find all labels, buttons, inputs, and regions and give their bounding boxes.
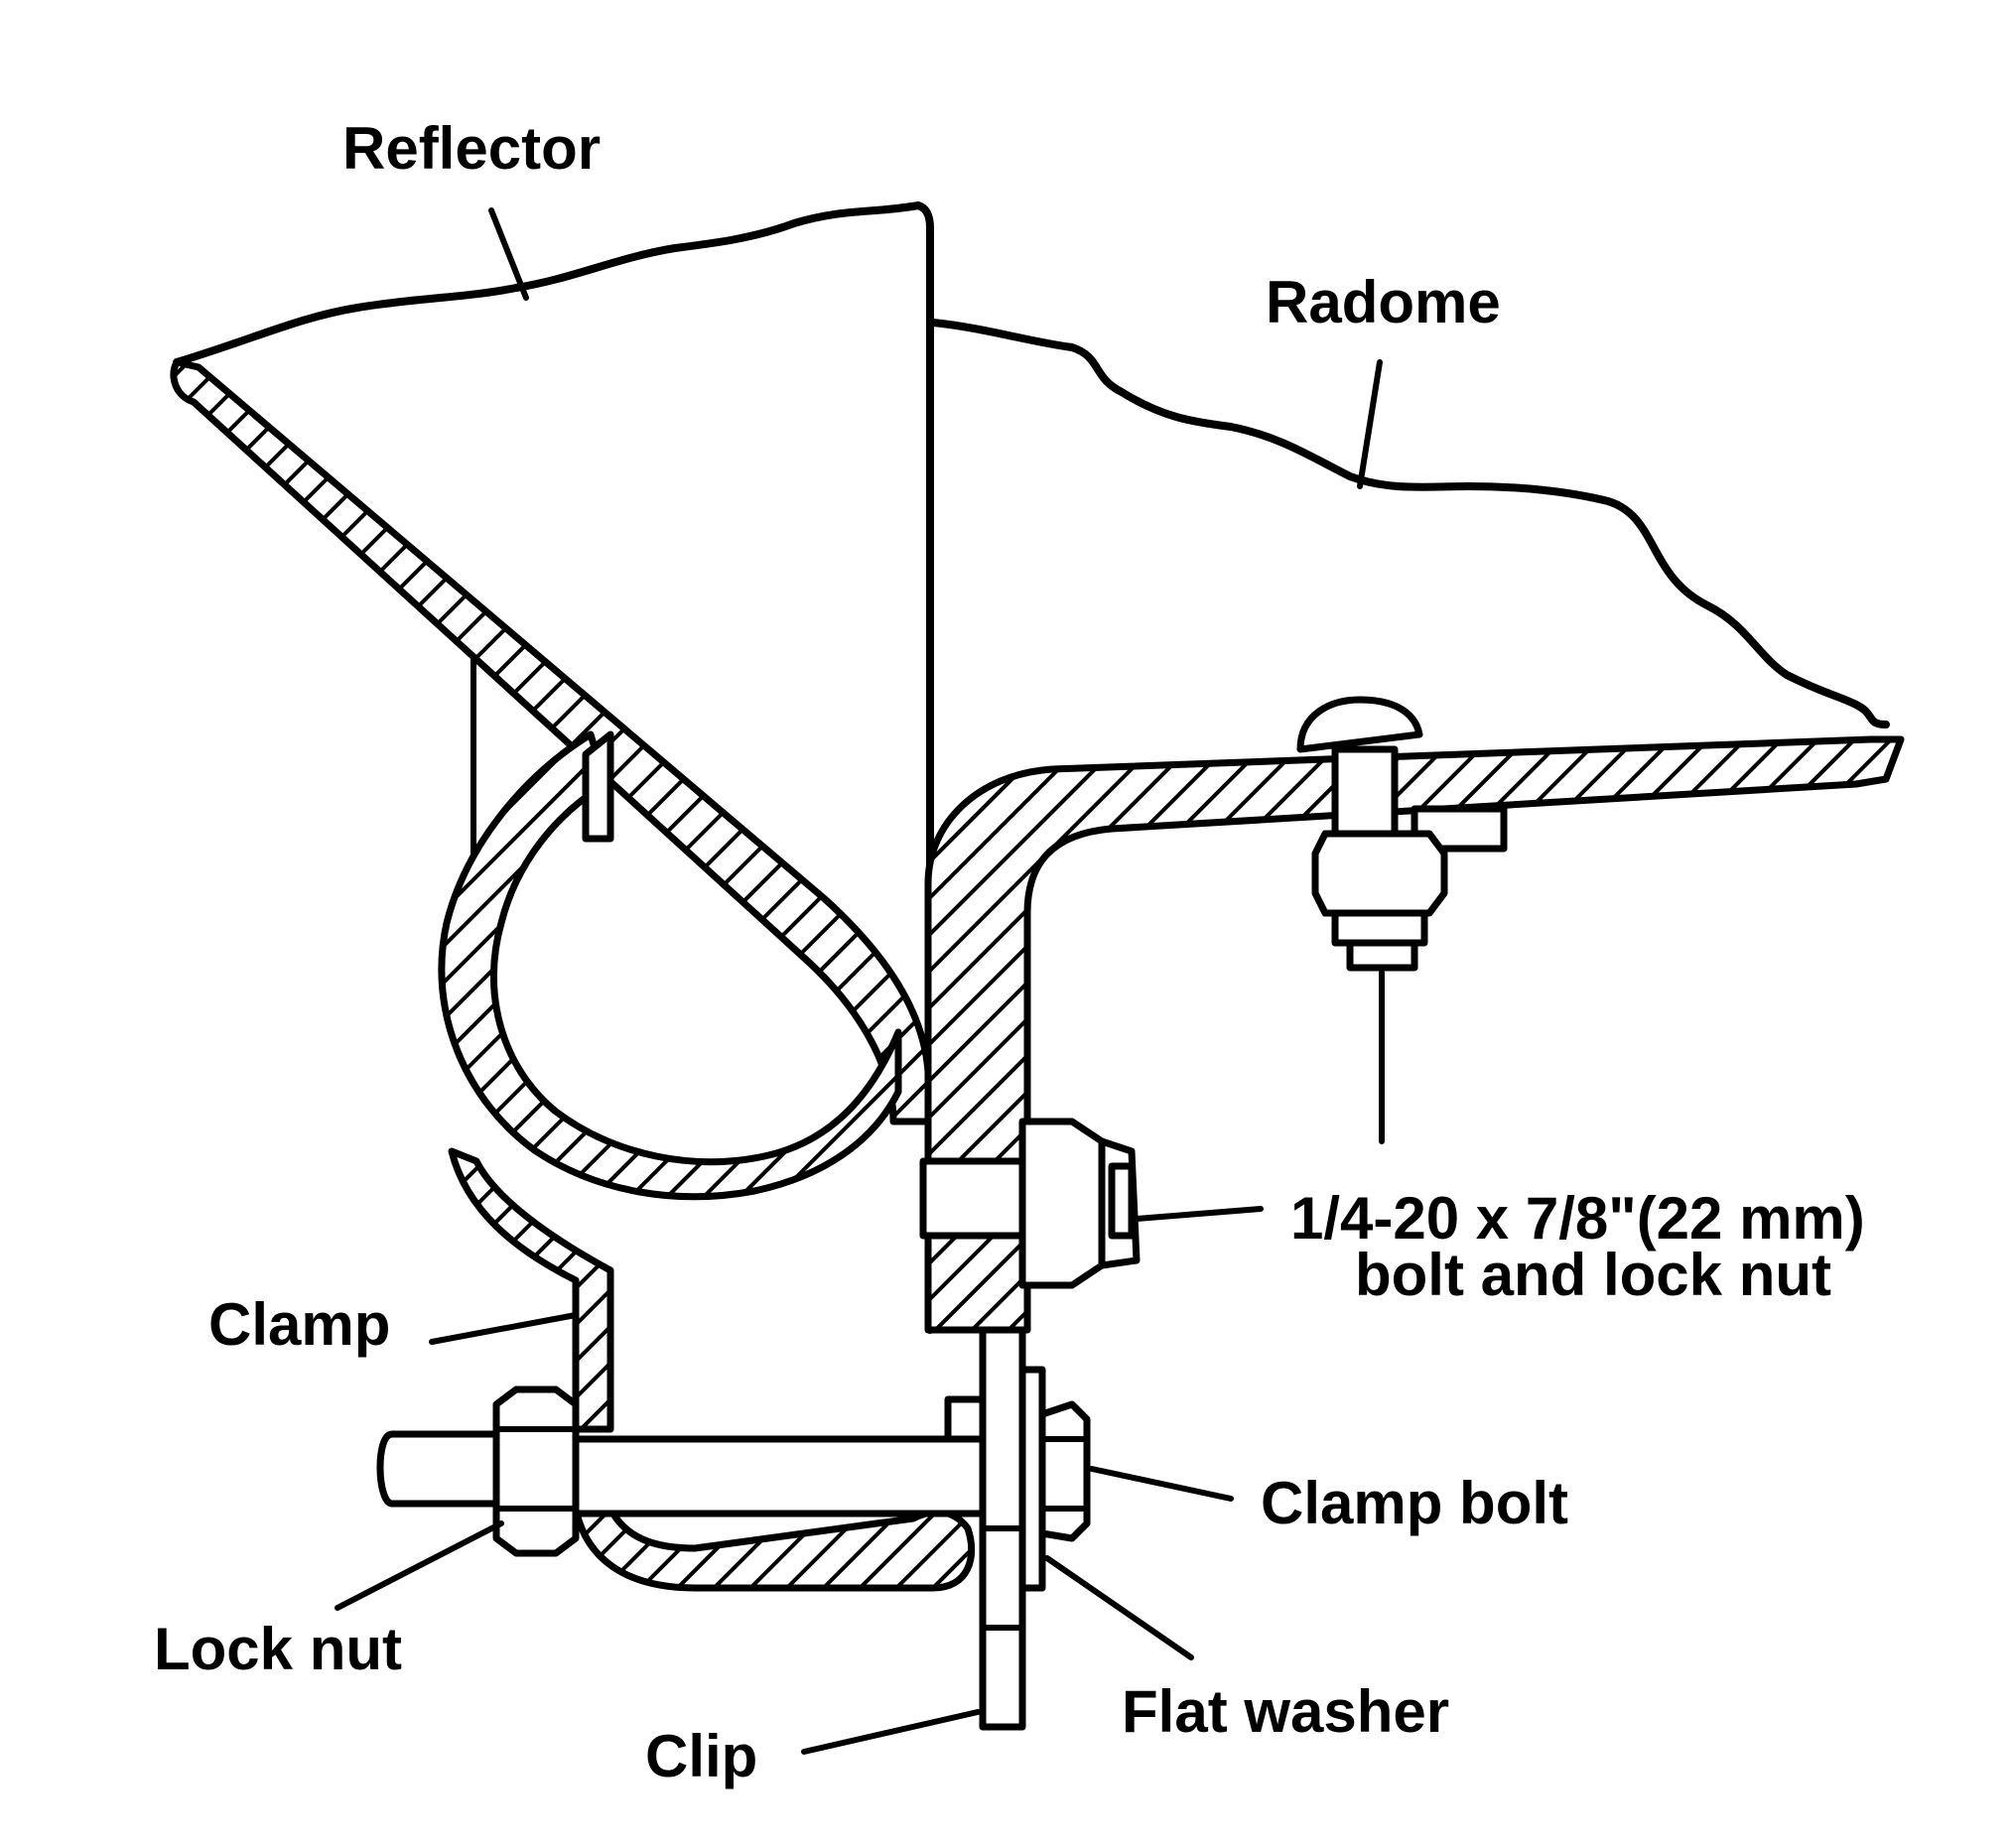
- clip-label: Clip: [645, 1723, 757, 1789]
- bolt-lock-nut-label: bolt and lock nut: [1355, 1242, 1831, 1308]
- lock-nut-leader: [335, 1520, 504, 1611]
- clip-part: [944, 1326, 1026, 1731]
- lock-nut-label: Lock nut: [154, 1616, 402, 1682]
- flat-washer-leader: [1044, 1555, 1194, 1660]
- reflector-label: Reflector: [342, 115, 601, 182]
- clamp-bolt-leader: [1089, 1466, 1234, 1502]
- reflector-leader: [488, 207, 529, 301]
- bolt-spec-label: 1/4-20 x 7/8"(22 mm): [1290, 1185, 1865, 1252]
- clamp-part: [448, 1147, 976, 1592]
- clamp-label: Clamp: [208, 1291, 390, 1358]
- clamp-leader: [429, 1312, 579, 1345]
- reflector-part: [170, 201, 934, 1334]
- radome-leader: [1357, 359, 1383, 489]
- mounting-bolt-and-lock-nut: [919, 1118, 1141, 1289]
- leader-lines: [335, 207, 1385, 1755]
- clip-leader: [801, 1709, 981, 1755]
- clamp-bolt-label: Clamp bolt: [1261, 1470, 1568, 1536]
- flat-washer-label: Flat washer: [1122, 1678, 1449, 1745]
- clamp-bolt-assembly: [376, 1366, 1091, 1592]
- bolt-lock-nut-leader: [1134, 1206, 1264, 1222]
- radome-label: Radome: [1266, 269, 1501, 335]
